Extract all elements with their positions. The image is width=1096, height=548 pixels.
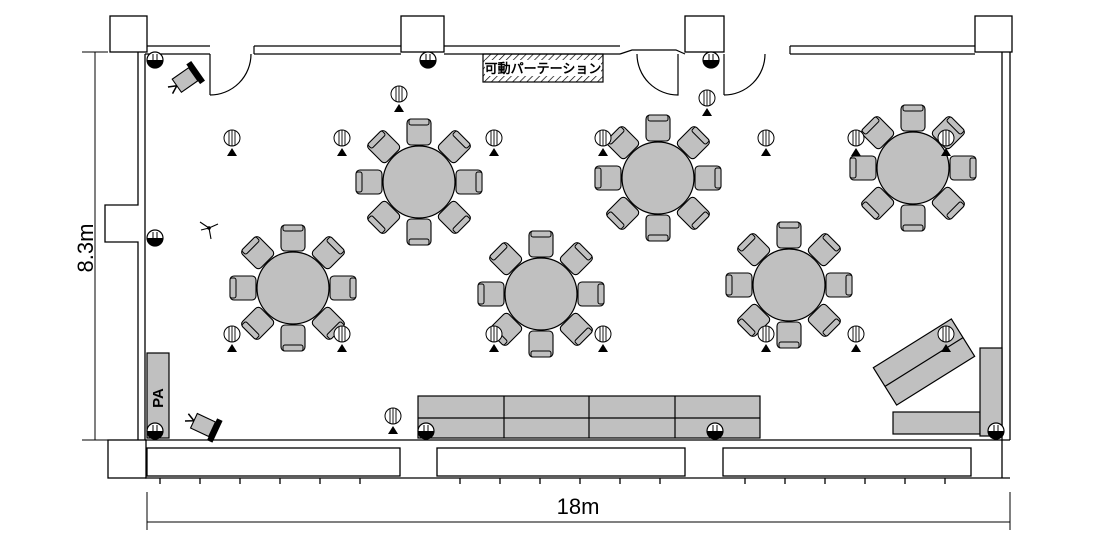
spotlight-icon — [390, 85, 408, 112]
chair — [241, 236, 275, 270]
chair — [861, 186, 895, 220]
chair — [528, 230, 554, 258]
chair — [807, 303, 841, 337]
chair — [900, 204, 926, 232]
chair — [406, 218, 432, 246]
chair — [280, 324, 306, 352]
chair — [737, 233, 771, 267]
chair — [229, 275, 257, 301]
spotlight-icon — [333, 325, 351, 352]
table-top — [256, 251, 330, 325]
chair — [825, 272, 853, 298]
chair — [676, 196, 710, 230]
table-top — [621, 141, 695, 215]
width-dimension-label: 18m — [557, 494, 600, 519]
spotlight-icon — [937, 325, 955, 352]
spotlight-icon — [485, 129, 503, 156]
fixture-group — [146, 51, 1005, 443]
chair — [606, 126, 640, 160]
round-table — [594, 114, 722, 242]
chair — [559, 312, 593, 346]
stage-blocks — [417, 318, 1003, 439]
dimension-lines — [82, 51, 1011, 530]
chair — [280, 224, 306, 252]
table-group — [229, 104, 977, 358]
speaker-icon — [167, 60, 205, 94]
chair — [437, 130, 471, 164]
outlet-icon — [417, 422, 435, 440]
chair — [676, 126, 710, 160]
chair — [931, 186, 965, 220]
spotlight-icon — [223, 325, 241, 352]
chair — [406, 118, 432, 146]
spotlight-icon — [485, 325, 503, 352]
spotlight-icon — [757, 325, 775, 352]
partition-label: 可動パーテーション — [485, 61, 602, 76]
chair — [807, 233, 841, 267]
spotlight-icon — [698, 89, 716, 116]
chair — [311, 236, 345, 270]
outlet-icon — [146, 51, 164, 69]
chair — [594, 165, 622, 191]
chair — [437, 200, 471, 234]
chair — [367, 200, 401, 234]
spotlight-icon — [594, 325, 612, 352]
fan-icon — [199, 221, 219, 240]
chair — [900, 104, 926, 132]
round-table — [725, 221, 853, 349]
spotlight-icon — [333, 129, 351, 156]
chair — [367, 130, 401, 164]
outlet-icon — [146, 229, 164, 247]
spotlight-icon — [847, 129, 865, 156]
chair — [725, 272, 753, 298]
chair — [861, 116, 895, 150]
spotlight-icon — [384, 407, 402, 434]
spotlight-icon — [757, 129, 775, 156]
table-top — [504, 257, 578, 331]
table-top — [876, 131, 950, 205]
table-top — [382, 145, 456, 219]
pa-label: PA — [150, 388, 167, 408]
chair — [776, 221, 802, 249]
chair — [477, 281, 505, 307]
chair — [645, 214, 671, 242]
spotlight-icon — [594, 129, 612, 156]
spotlight-icon — [223, 129, 241, 156]
chair — [645, 114, 671, 142]
outlet-icon — [146, 422, 164, 440]
doors — [209, 46, 791, 96]
chair — [849, 155, 877, 181]
round-table — [229, 224, 357, 352]
chair — [694, 165, 722, 191]
round-table — [355, 118, 483, 246]
spotlight-icon — [847, 325, 865, 352]
chair — [528, 330, 554, 358]
outlet-icon — [702, 51, 720, 69]
chair — [455, 169, 483, 195]
chair — [776, 321, 802, 349]
table-top — [752, 248, 826, 322]
chair — [241, 306, 275, 340]
chair — [606, 196, 640, 230]
outlet-icon — [419, 51, 437, 69]
speaker-icon — [184, 412, 223, 443]
spotlight-icon — [937, 129, 955, 156]
chair — [489, 242, 523, 276]
chair — [355, 169, 383, 195]
chair — [577, 281, 605, 307]
outlet-icon — [706, 422, 724, 440]
movable-partition: 可動パーテーション — [482, 53, 604, 83]
pa-rack: PA — [146, 352, 170, 439]
chair — [949, 155, 977, 181]
round-table — [849, 104, 977, 232]
chair — [559, 242, 593, 276]
chair — [329, 275, 357, 301]
outlet-icon — [987, 422, 1005, 440]
height-dimension-label: 8.3m — [73, 224, 98, 273]
